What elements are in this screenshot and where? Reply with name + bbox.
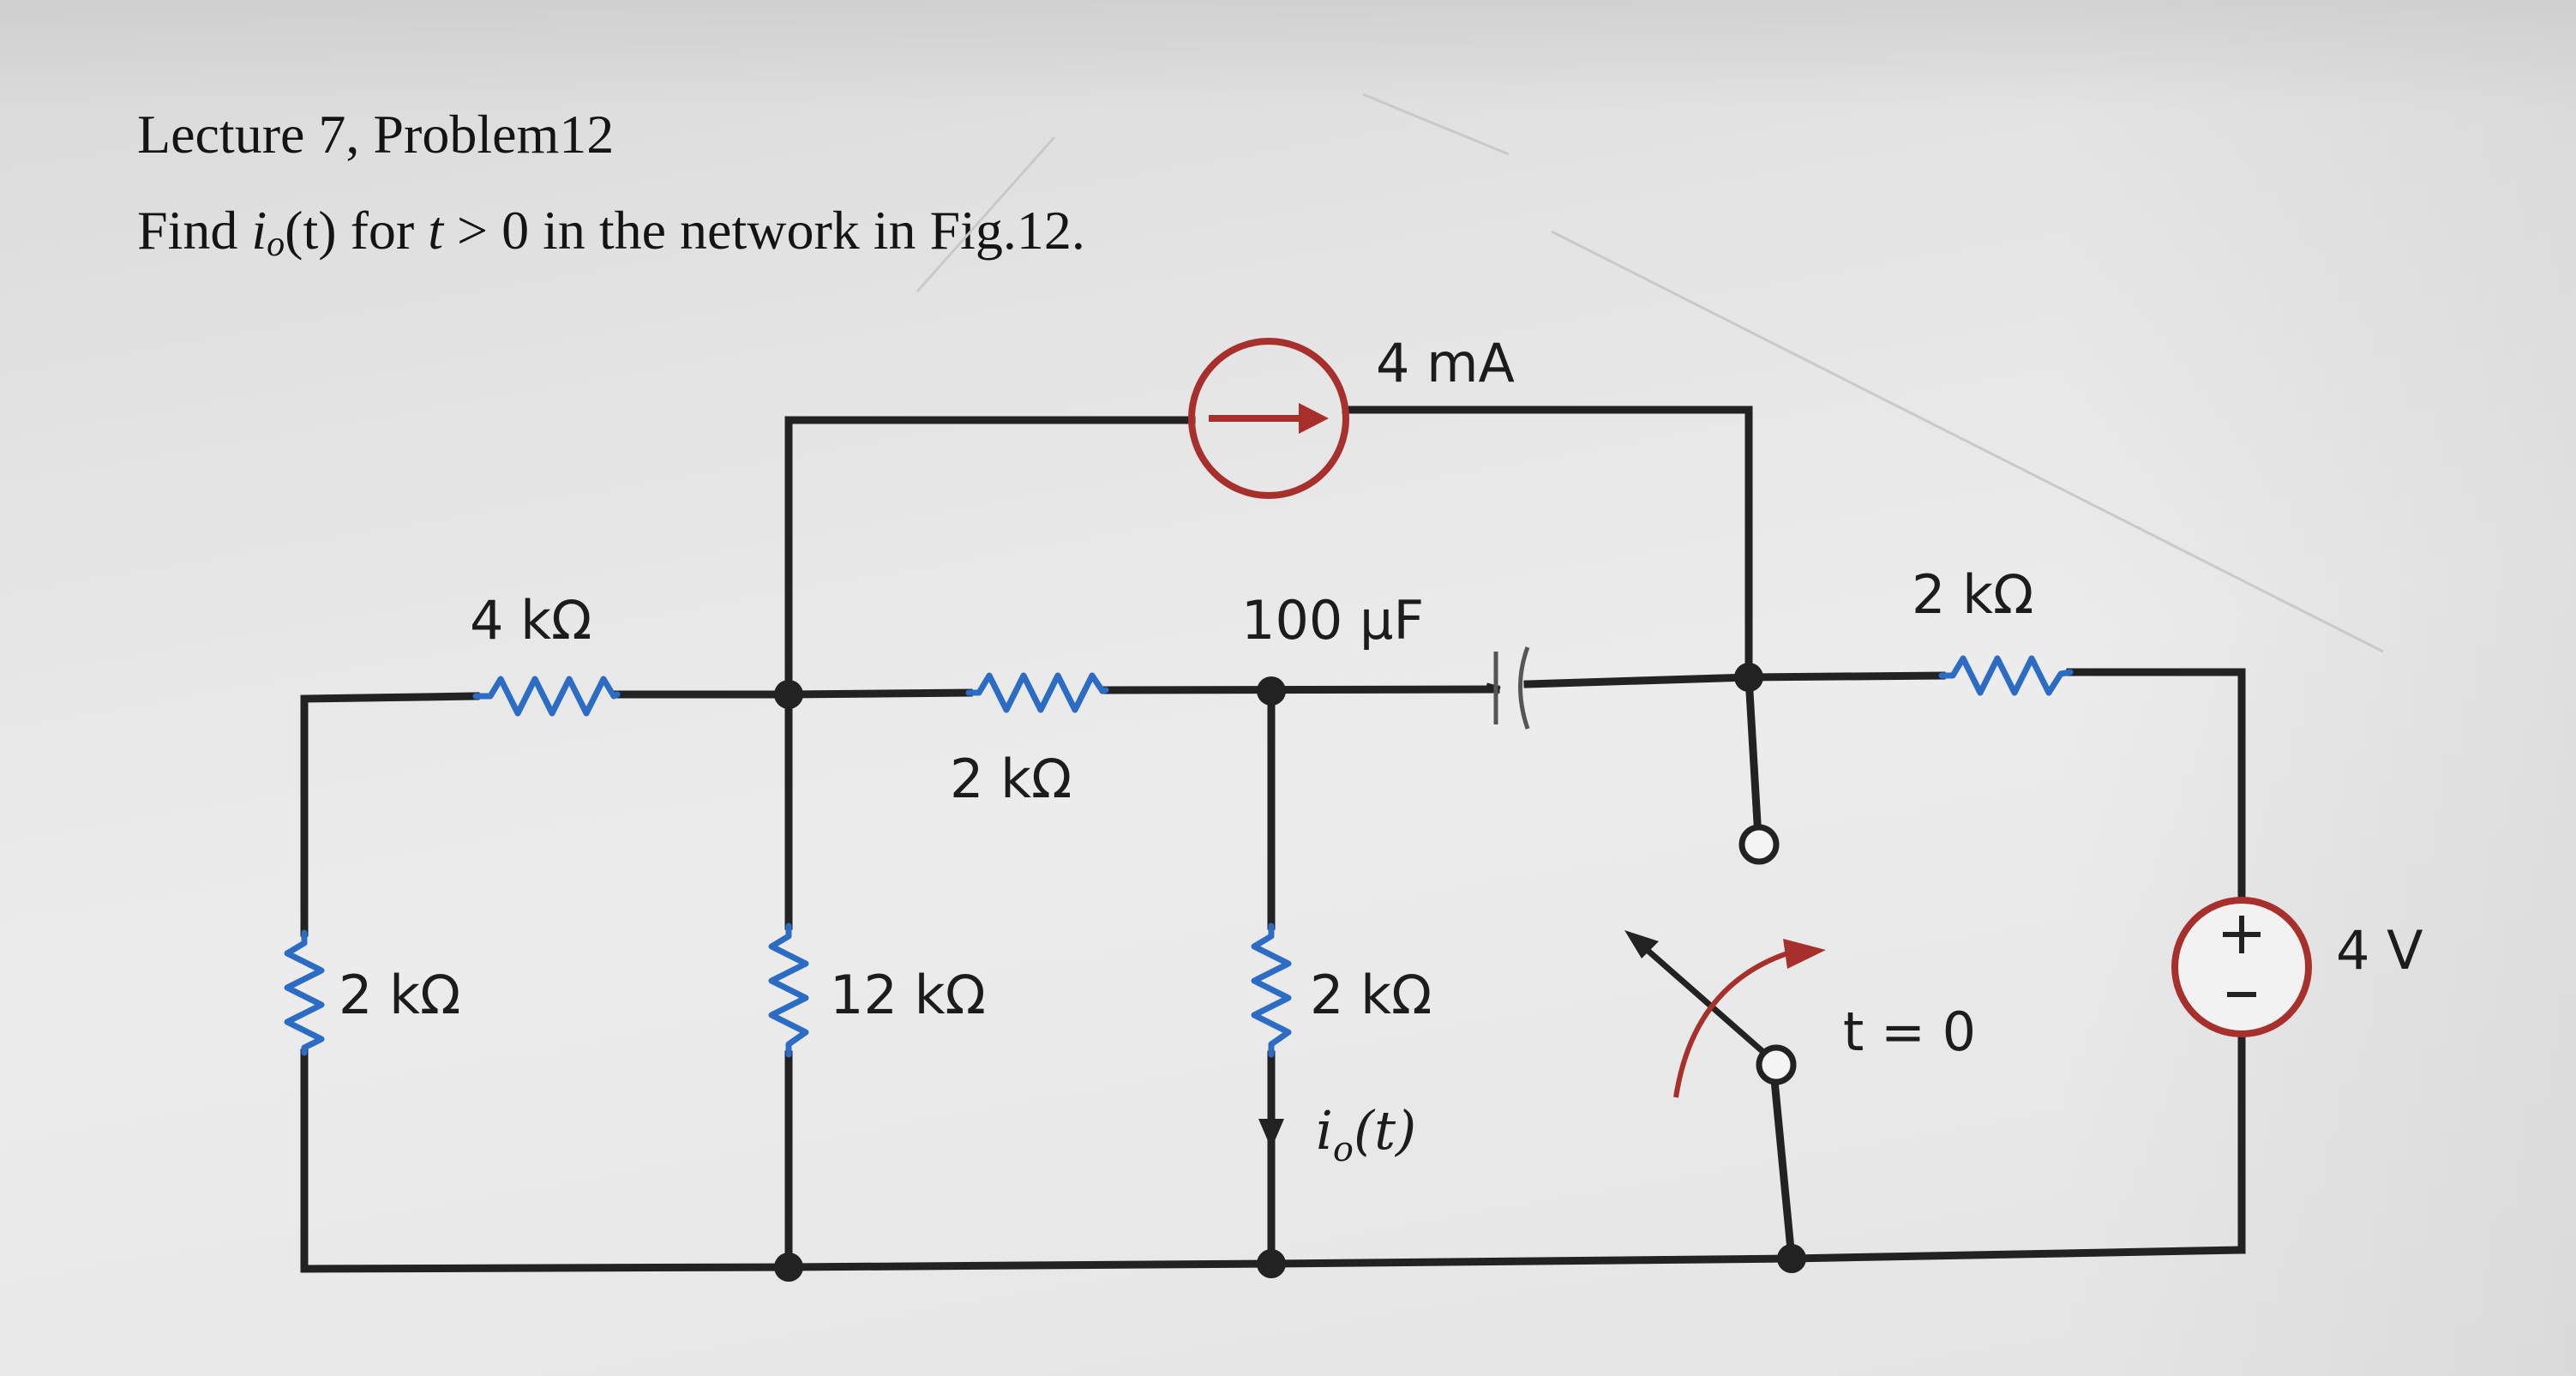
voltage-source-symbol (2171, 897, 2312, 1037)
current-source-arrow-head (1299, 403, 1329, 434)
wire-switch-stub (1744, 673, 1762, 827)
switch-motion-arc (1673, 951, 1788, 1098)
wire-mid-left (784, 688, 973, 699)
output-current-label-text: io(t) (1316, 1099, 1416, 1169)
junction-bottom-3 (1777, 1244, 1806, 1273)
junction-right-node (1734, 663, 1763, 692)
problem-heading: Lecture 7, Problem12 (137, 104, 615, 165)
capacitor-plate-right (1518, 646, 1530, 730)
current-source-label: 4 mA (1376, 332, 1515, 394)
capacitor-symbol (1493, 646, 1530, 730)
resistor-4k-label: 4 kΩ (470, 589, 591, 652)
junction-dots (774, 663, 1806, 1282)
question-time: t (428, 200, 443, 261)
wire-left-bottom (300, 1049, 793, 1273)
current-source-circle (1188, 338, 1349, 499)
output-current-label: io(t) (1316, 1099, 1416, 1169)
current-source-symbol (1188, 338, 1349, 499)
junction-bottom-2 (1257, 1249, 1286, 1278)
switch-motion-arrowhead (1783, 939, 1826, 969)
voltage-source-label: 4 V (2336, 919, 2423, 982)
switch-top-contact (1738, 824, 1780, 865)
switch-bottom-contact (1756, 1044, 1797, 1085)
output-current-arrow (1258, 1119, 1284, 1149)
switch-label: t = 0 (1843, 1000, 1976, 1063)
problem-question: Find io(t) for t > 0 in the network in F… (137, 199, 1085, 265)
switch-blade (1635, 939, 1767, 1055)
resistor-12k-label: 12 kΩ (830, 964, 986, 1026)
wire-switch-bottom (1770, 1076, 1796, 1263)
wire-right-top-2 (2066, 668, 2246, 903)
resistor-left-2k-symbol (284, 929, 325, 1056)
wire-right-top (1744, 671, 1946, 682)
wire-bottom (784, 1246, 2246, 1271)
capacitor-label: 100 μF (1241, 589, 1424, 652)
question-subscript: o (267, 225, 285, 264)
junction-mid-node (1257, 676, 1286, 706)
wire-top-left (784, 416, 1196, 694)
resistor-right-2k-label: 2 kΩ (1912, 563, 2033, 626)
photo-shading-right (2062, 0, 2576, 1376)
photo-shading-top (0, 0, 2576, 111)
resistor-mid-2k-label: 2 kΩ (950, 748, 1072, 810)
wire-capacitor-right (1523, 673, 1753, 688)
resistor-output-2k-symbol (1251, 922, 1292, 1058)
resistor-left-2k-label: 2 kΩ (339, 964, 460, 1026)
question-variable: i (251, 200, 267, 261)
question-suffix: > 0 in the network in Fig.12. (442, 200, 1085, 261)
photo-streaks (916, 93, 2384, 653)
junction-bottom-1 (774, 1253, 803, 1282)
wire-mid-right (1102, 685, 1500, 694)
wire-left-top-2 (300, 692, 480, 937)
voltage-source-circle (2171, 897, 2312, 1037)
resistor-output-2k-label: 2 kΩ (1310, 964, 1432, 1026)
wire-top-right (1342, 406, 1753, 682)
question-mid: (t) for (285, 200, 429, 261)
resistor-12k-symbol (768, 922, 809, 1058)
wires (300, 406, 2246, 1273)
resistor-right-2k-symbol (1938, 655, 2074, 696)
junction-left-node (774, 680, 803, 709)
resistor-4k-symbol (472, 676, 621, 717)
switch-blade-tip (1624, 930, 1659, 958)
switch-symbol (1624, 824, 1826, 1098)
resistor-mid-2k-symbol (965, 672, 1109, 713)
question-prefix: Find (137, 200, 252, 261)
